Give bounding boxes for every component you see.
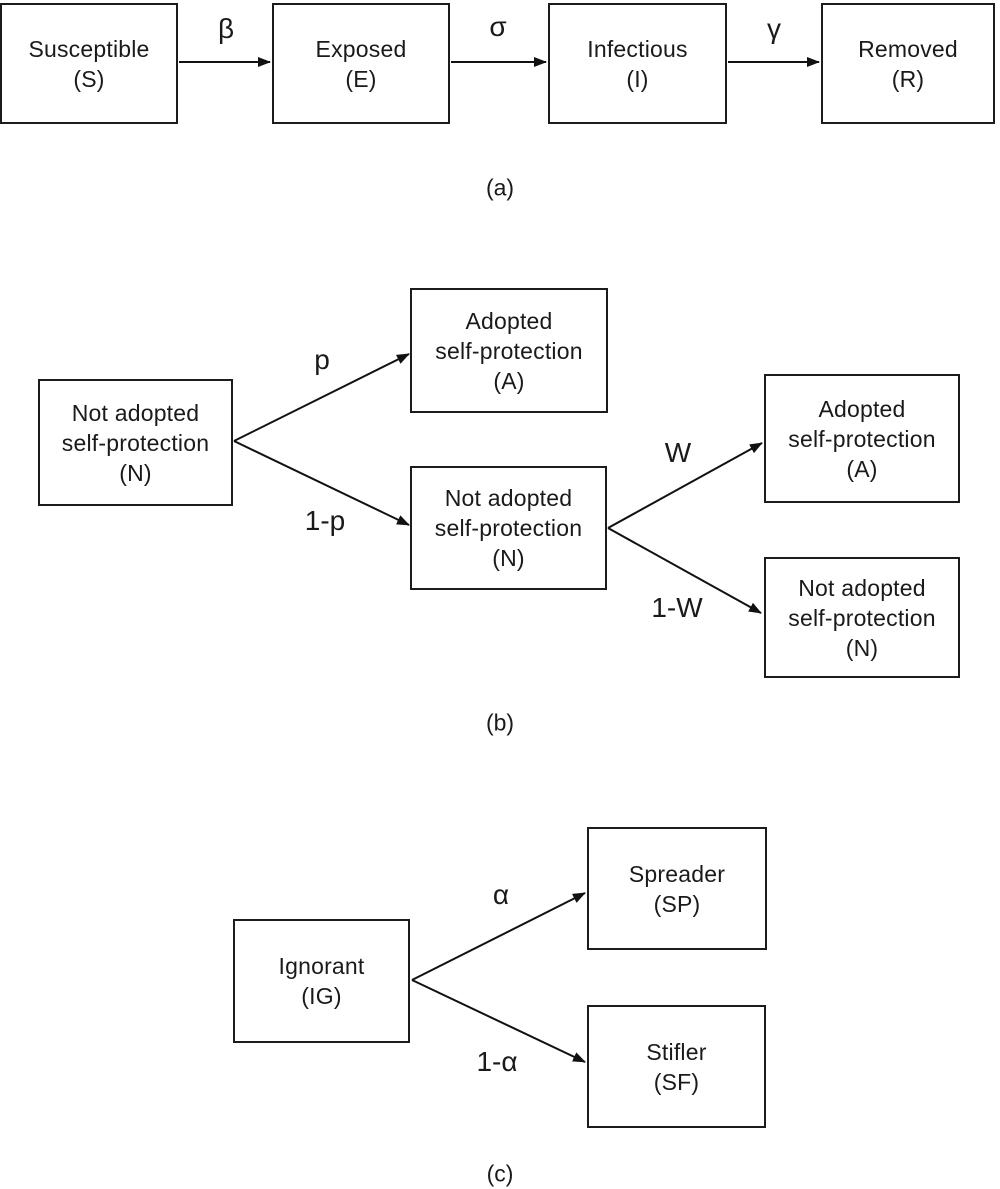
node-label: self-protection	[434, 515, 583, 541]
node-label: self-protection	[788, 425, 936, 452]
node-symbol: (N)	[845, 634, 879, 661]
edge-label-one-minus-w: 1-W	[651, 592, 703, 623]
node-label: Removed	[858, 35, 958, 62]
node-spreader: Spreader (SP)	[587, 827, 767, 950]
node-label: Exposed	[315, 35, 407, 62]
node-label: Adopted	[465, 307, 553, 334]
node-symbol: (S)	[73, 65, 105, 92]
node-label: self-protection	[788, 604, 936, 631]
node-label: Ignorant	[278, 953, 365, 979]
arrow-w	[607, 442, 763, 529]
edge-label-one-minus-p: 1-p	[304, 505, 346, 536]
node-not-adopted-final: Not adopted self-protection (N)	[764, 557, 960, 678]
node-symbol: (R)	[891, 65, 925, 92]
arrow-one-minus-alpha	[411, 979, 586, 1063]
node-symbol: (SF)	[653, 1068, 700, 1095]
node-infectious: Infectious (I)	[548, 3, 727, 124]
node-adopted-first: Adopted self-protection (A)	[410, 288, 608, 413]
node-label: Adopted	[818, 395, 906, 422]
edge-label-beta: β	[217, 13, 235, 44]
node-not-adopted-source: Not adopted self-protection (N)	[38, 379, 233, 506]
node-symbol: (N)	[119, 459, 152, 486]
node-label: self-protection	[61, 429, 210, 456]
node-removed: Removed (R)	[821, 3, 995, 124]
node-ignorant: Ignorant (IG)	[233, 919, 410, 1043]
node-label: Stifler	[646, 1038, 707, 1065]
caption-b: (b)	[485, 709, 515, 736]
edge-label-w: W	[664, 437, 692, 468]
caption-a: (a)	[485, 174, 515, 201]
node-label: Susceptible	[28, 35, 150, 62]
node-symbol: (N)	[492, 545, 525, 571]
node-symbol: (SP)	[653, 890, 701, 917]
node-label: Not adopted	[444, 485, 573, 511]
node-exposed: Exposed (E)	[272, 3, 450, 124]
arrow-p	[233, 353, 410, 442]
edge-label-sigma: σ	[489, 11, 507, 42]
edge-label-p: p	[314, 344, 330, 375]
node-label: self-protection	[435, 337, 583, 364]
node-symbol: (IG)	[301, 983, 342, 1009]
edge-label-alpha: α	[492, 879, 510, 910]
node-label: Spreader	[628, 860, 726, 887]
caption-c: (c)	[486, 1160, 514, 1187]
node-label: Infectious	[587, 35, 688, 62]
node-not-adopted-mid: Not adopted self-protection (N)	[410, 466, 607, 590]
arrow-one-minus-p	[233, 440, 410, 526]
node-symbol: (A)	[493, 367, 525, 394]
node-adopted-second: Adopted self-protection (A)	[764, 374, 960, 503]
node-label: Not adopted	[798, 574, 926, 601]
node-label: Not adopted	[71, 399, 200, 426]
arrow-one-minus-w	[607, 527, 762, 614]
arrow-alpha	[411, 892, 586, 981]
edge-label-gamma: γ	[767, 13, 781, 44]
node-susceptible: Susceptible (S)	[0, 3, 178, 124]
edge-label-one-minus-alpha: 1-α	[476, 1046, 518, 1077]
node-stifler: Stifler (SF)	[587, 1005, 766, 1128]
node-symbol: (A)	[846, 455, 878, 482]
node-symbol: (E)	[345, 65, 377, 92]
node-symbol: (I)	[626, 65, 649, 92]
